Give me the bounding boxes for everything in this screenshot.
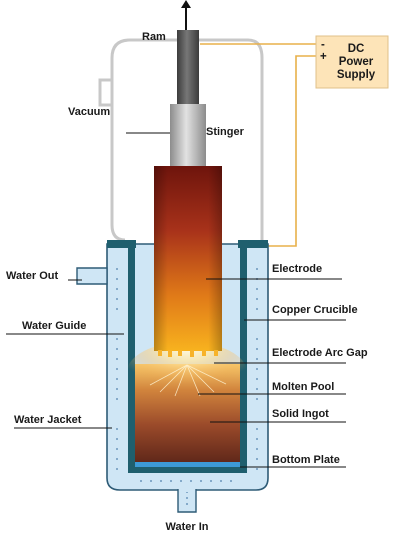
- electrode-drips: [158, 350, 218, 357]
- label-copper-crucible: Copper Crucible: [272, 304, 358, 316]
- water-in-port: [177, 489, 197, 513]
- label-water-jacket: Water Jacket: [14, 414, 82, 426]
- power-supply-line2: Power: [339, 56, 374, 68]
- label-bottom-plate: Bottom Plate: [272, 454, 340, 466]
- crucible-rim-left: [107, 240, 136, 248]
- crucible-rim-right: [238, 240, 268, 248]
- power-wire-positive: [268, 55, 316, 247]
- electrode-shading: [154, 166, 222, 351]
- power-supply-line3: Supply: [337, 69, 376, 81]
- vacuum-port: [98, 78, 112, 107]
- power-supply-line1: DC: [348, 43, 365, 55]
- label-solid-ingot: Solid Ingot: [272, 408, 329, 420]
- molten-pool-glow: [127, 342, 247, 402]
- stinger-rod: [170, 104, 206, 166]
- label-vacuum: Vacuum: [68, 106, 110, 118]
- label-molten-pool: Molten Pool: [272, 381, 334, 393]
- power-supply-box: [315, 35, 389, 89]
- ram-arrowhead: [181, 0, 191, 8]
- label-water-guide: Water Guide: [22, 320, 86, 332]
- label-water-in: Water In: [166, 521, 209, 533]
- label-ram: Ram: [142, 31, 166, 43]
- water-out-port: [76, 267, 108, 285]
- label-stinger: Stinger: [206, 126, 245, 138]
- ram-rod: [177, 30, 199, 105]
- water-flow-arrows: [116, 262, 258, 505]
- power-minus: -: [321, 39, 325, 51]
- label-electrode: Electrode: [272, 263, 322, 275]
- leader-lines: [6, 132, 346, 468]
- arc-sparks: [149, 364, 227, 397]
- power-plus: +: [320, 51, 327, 63]
- bottom-plate: [135, 462, 240, 467]
- label-water-out: Water Out: [6, 270, 58, 282]
- label-electrode-arc-gap: Electrode Arc Gap: [272, 347, 368, 359]
